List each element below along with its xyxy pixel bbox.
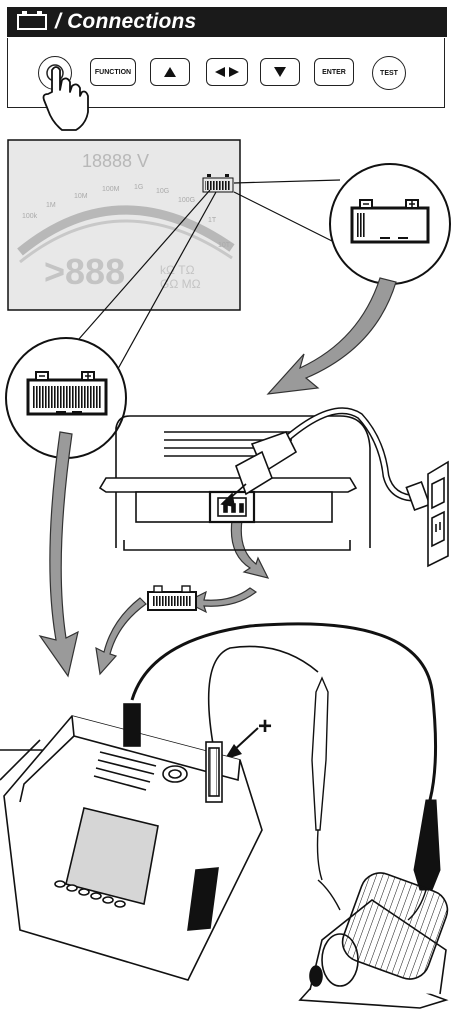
arrow-small-to-device (96, 598, 146, 674)
unit-bottom-label: GΩ MΩ (160, 277, 201, 291)
svg-text:10G: 10G (156, 188, 169, 195)
unit-top-label: kΩ TΩ (160, 263, 195, 277)
lcd-display: 18888 V 100k 1M 10M 100M 1G 10G 100G 1T … (8, 140, 240, 310)
positive-lead-marker: + (224, 713, 272, 760)
voltage-readout: 18888 V (82, 151, 149, 171)
main-readout: >888 (44, 251, 125, 292)
small-battery-icon (148, 586, 196, 610)
arrow-bubble-to-socket (268, 278, 396, 394)
svg-text:100k: 100k (22, 213, 38, 220)
svg-text:10M: 10M (74, 193, 88, 200)
insulation-tester-device (0, 704, 262, 980)
svg-text:1M: 1M (46, 202, 56, 209)
arrow-socket-down (231, 520, 268, 578)
arrow-left-long (40, 432, 78, 676)
plus-label: + (258, 713, 272, 740)
svg-text:100M: 100M (102, 186, 120, 193)
svg-text:1T: 1T (208, 217, 217, 224)
svg-text:100G: 100G (178, 197, 195, 204)
hand-pointer-icon (44, 67, 89, 130)
svg-text:10T: 10T (218, 242, 231, 249)
low-battery-zoom-bubble (234, 164, 450, 284)
svg-text:1G: 1G (134, 184, 143, 191)
wall-outlet (428, 462, 448, 566)
flow-arrows (40, 278, 396, 676)
